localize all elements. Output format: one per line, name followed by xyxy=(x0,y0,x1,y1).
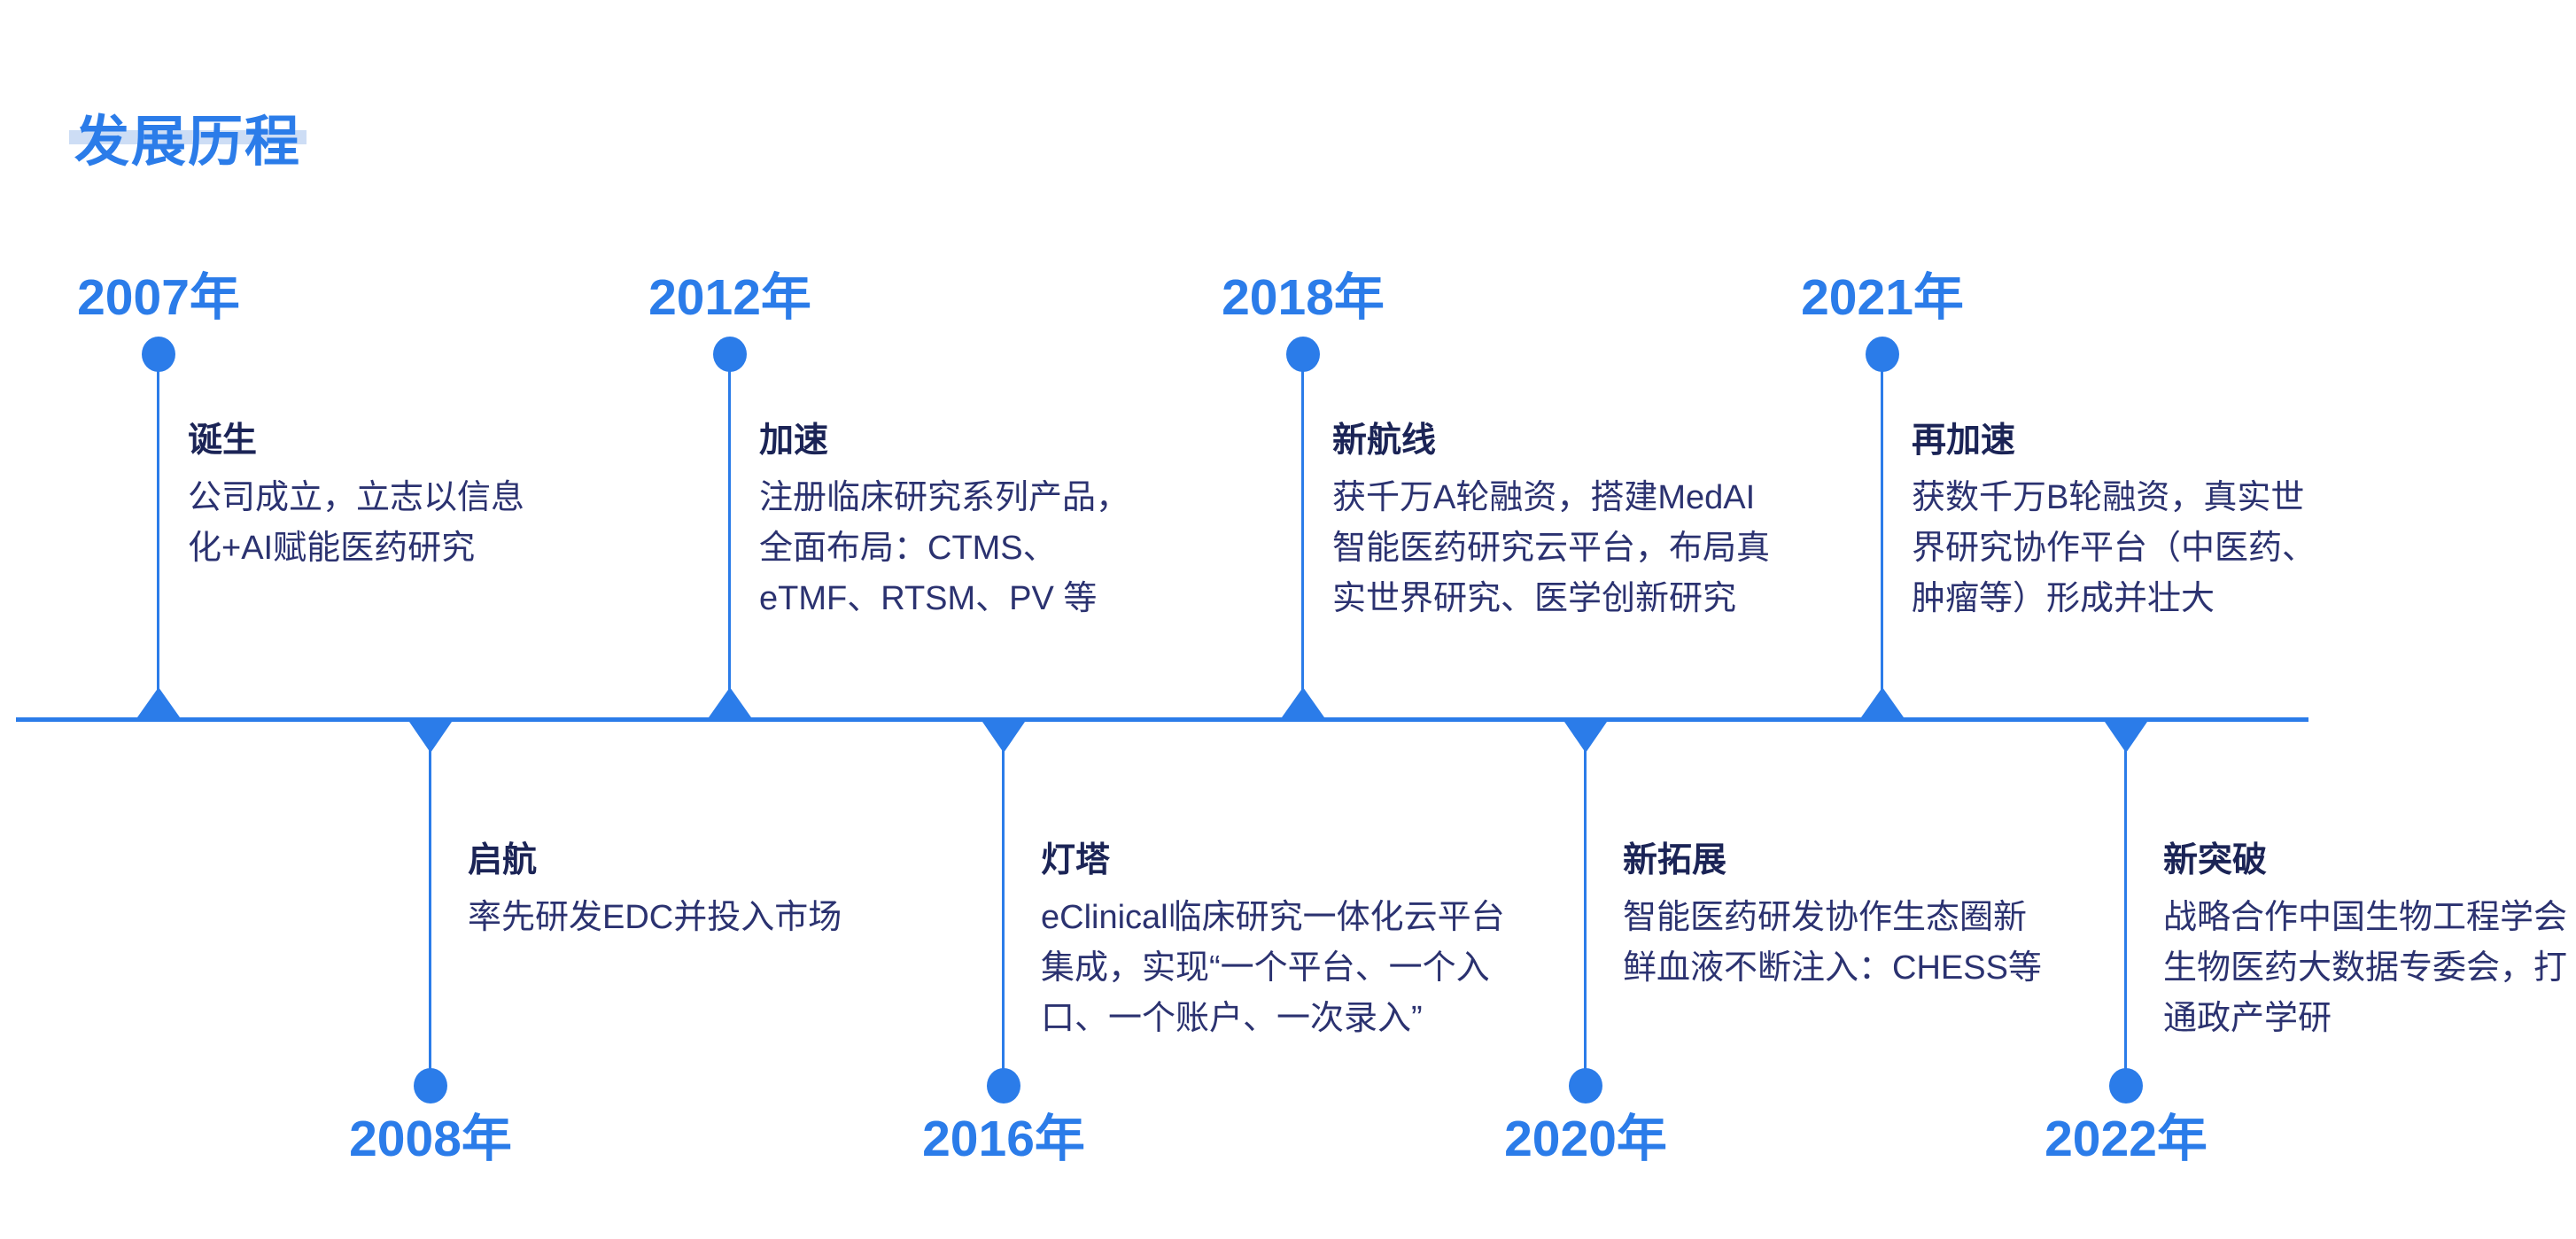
event-year-label: 2007年 xyxy=(77,269,240,326)
timeline-dot xyxy=(987,1068,1020,1103)
timeline-dot xyxy=(414,1068,447,1103)
timeline-connector-line xyxy=(157,354,159,691)
event-text-block: 灯塔 eClinical临床研究一体化云平台 集成，实现“一个平台、一个入 口、一… xyxy=(1041,838,1555,1044)
triangle-up-icon xyxy=(1861,687,1904,717)
event-description: 获数千万B轮融资，真实世 界研究协作平台（中医药、 肿瘤等）形成并壮大 xyxy=(1912,479,2316,617)
event-heading: 启航 xyxy=(468,841,538,879)
triangle-up-icon xyxy=(709,687,751,717)
event-description: 战略合作中国生物工程学会 生物医药大数据专委会，打 通政产学研 xyxy=(2163,899,2568,1037)
event-heading: 加速 xyxy=(759,422,829,460)
event-heading: 灯塔 xyxy=(1041,841,1111,879)
event-text-block: 新拓展智能医药研发协作生态圈新 鲜血液不断注入：CHESS等 xyxy=(1623,838,2137,994)
event-heading: 新航线 xyxy=(1332,422,1437,460)
event-year-label: 2018年 xyxy=(1222,269,1385,326)
event-year-label: 2012年 xyxy=(648,269,811,326)
page-title: 发展历程 xyxy=(74,111,302,173)
event-description: 获千万A轮融资，搭建MedAI 智能医药研究云平台，布局真 实世界研究、医学创新… xyxy=(1332,479,1771,617)
triangle-down-icon xyxy=(982,722,1025,753)
event-heading: 新突破 xyxy=(2163,841,2268,879)
event-text-block: 新航线获千万A轮融资，搭建MedAI 智能医药研究云平台，布局真 实世界研究、医… xyxy=(1332,418,1846,624)
event-year-label: 2021年 xyxy=(1801,269,1964,326)
event-heading: 新拓展 xyxy=(1623,841,1727,879)
event-text-block: 诞生公司成立，立志以信息 化+AI赋能医药研究 xyxy=(188,418,702,574)
event-heading: 再加速 xyxy=(1912,422,2016,460)
event-text-block: 加速注册临床研究系列产品， 全面布局：CTMS、 eTMF、RTSM、PV 等 xyxy=(759,418,1273,624)
event-year-label: 2016年 xyxy=(922,1111,1085,1167)
title-highlight-bar xyxy=(69,130,306,144)
timeline-connector-line xyxy=(429,748,431,1072)
event-description: eClinical临床研究一体化云平台 集成，实现“一个平台、一个入 口、一个账… xyxy=(1041,899,1505,1037)
triangle-up-icon xyxy=(137,687,180,717)
timeline-dot xyxy=(2109,1068,2143,1103)
event-description: 公司成立，立志以信息 化+AI赋能医药研究 xyxy=(188,479,525,567)
timeline-connector-line xyxy=(728,354,731,691)
timeline-connector-line xyxy=(1881,354,1883,691)
timeline-connector-line xyxy=(2124,748,2127,1072)
event-year-label: 2022年 xyxy=(2045,1111,2207,1167)
triangle-down-icon xyxy=(1564,722,1607,753)
triangle-down-icon xyxy=(409,722,452,753)
event-year-label: 2008年 xyxy=(349,1111,512,1167)
timeline-connector-line xyxy=(1584,748,1587,1072)
timeline-axis xyxy=(16,717,2308,722)
triangle-down-icon xyxy=(2105,722,2147,753)
event-description: 智能医药研发协作生态圈新 鲜血液不断注入：CHESS等 xyxy=(1623,899,2042,987)
timeline-dot xyxy=(1569,1068,1602,1103)
timeline-connector-line xyxy=(1301,354,1304,691)
event-text-block: 启航率先研发EDC并投入市场 xyxy=(468,838,982,943)
event-description: 注册临床研究系列产品， 全面布局：CTMS、 eTMF、RTSM、PV 等 xyxy=(759,479,1130,617)
event-description: 率先研发EDC并投入市场 xyxy=(468,899,842,936)
event-text-block: 新突破战略合作中国生物工程学会 生物医药大数据专委会，打 通政产学研 xyxy=(2163,838,2576,1044)
event-heading: 诞生 xyxy=(188,422,258,460)
triangle-up-icon xyxy=(1282,687,1324,717)
timeline-connector-line xyxy=(1002,748,1005,1072)
event-year-label: 2020年 xyxy=(1504,1111,1667,1167)
event-text-block: 再加速获数千万B轮融资，真实世 界研究协作平台（中医药、 肿瘤等）形成并壮大 xyxy=(1912,418,2425,624)
